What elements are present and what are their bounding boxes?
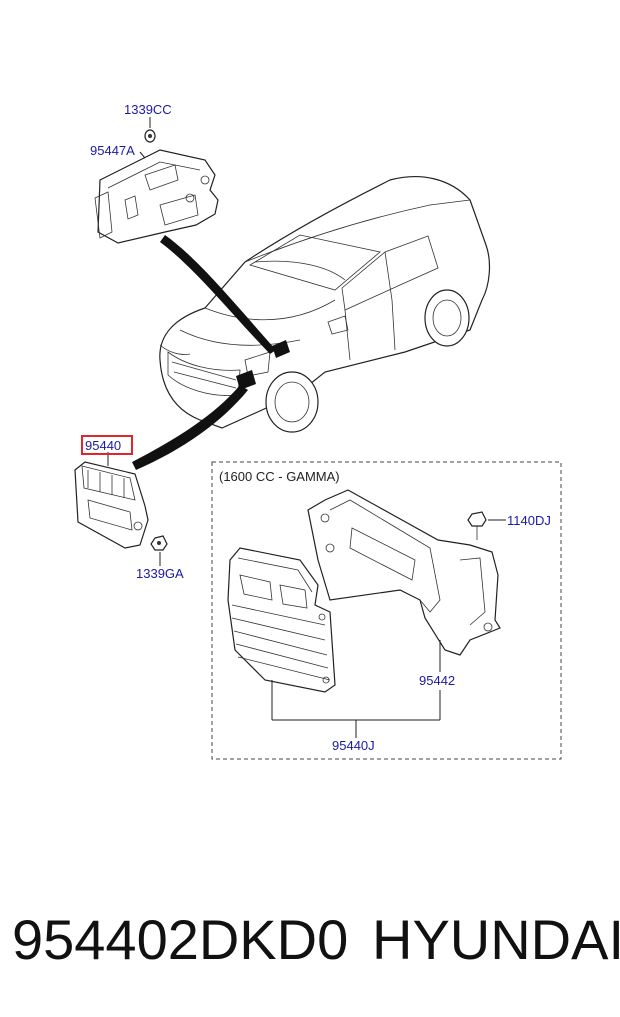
bolt-1140dj-illustration <box>467 511 487 540</box>
leader-swoosh-lower <box>132 385 248 470</box>
group-label: (1600 CC - GAMMA) <box>219 469 340 484</box>
leader-swoosh-upper <box>160 235 276 354</box>
part-95447a-illustration <box>94 149 219 244</box>
caption-bar: 954402DKD0 HYUNDAI <box>0 905 620 980</box>
brand-text: HYUNDAI <box>372 908 620 971</box>
parts-diagram: 1339CC 95447A 95440 1339GA (1600 CC - GA… <box>74 102 562 760</box>
part-95440-highlight-box <box>81 435 133 455</box>
label-95447a: 95447A <box>90 143 135 158</box>
car-illustration <box>159 176 491 433</box>
nut-1339ga-illustration <box>150 535 168 551</box>
label-95442: 95442 <box>419 673 455 688</box>
part-number-text: 954402DKD0 <box>12 908 349 971</box>
group-box-1600cc-gamma <box>211 461 562 760</box>
part-95440-illustration <box>74 461 149 549</box>
label-95440j: 95440J <box>332 738 375 753</box>
label-95440: 95440 <box>85 438 121 453</box>
label-1339cc: 1339CC <box>124 102 172 117</box>
bracket-95442-illustration <box>307 489 501 656</box>
label-1140dj: 1140DJ <box>507 513 551 528</box>
nut-1339cc-illustration <box>144 129 156 143</box>
ecu-module-illustration <box>227 547 336 693</box>
label-1339ga: 1339GA <box>136 566 184 581</box>
